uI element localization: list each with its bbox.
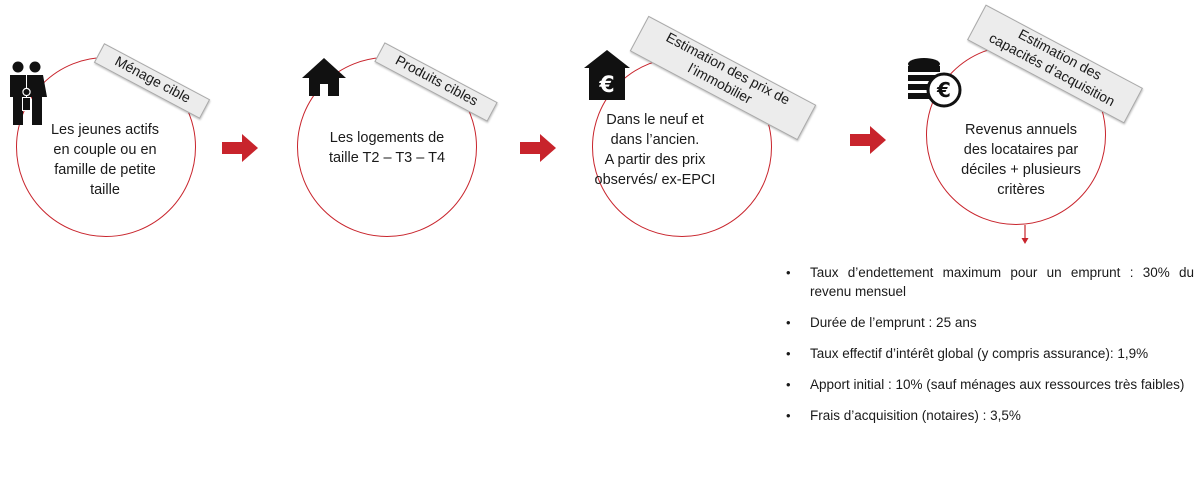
arrow-right-icon bbox=[520, 134, 556, 162]
list-item: •Apport initial : 10% (sauf ménages aux … bbox=[786, 377, 1185, 392]
step-produits-cibles: Produits cibles Les logements de taille … bbox=[290, 0, 580, 260]
arrow-right-icon bbox=[850, 126, 886, 154]
step-description: Dans le neuf et dans l’ancien. A partir … bbox=[594, 112, 716, 188]
step-description: Les logements de taille T2 – T3 – T4 bbox=[328, 130, 446, 166]
house-icon bbox=[302, 58, 346, 96]
list-item: •Frais d’acquisition (notaires) : 3,5% bbox=[786, 408, 1021, 423]
coins-euro-icon: € bbox=[908, 58, 962, 108]
list-item: •Taux d’endettement maximum pour un empr… bbox=[786, 265, 1194, 299]
step-description: Revenus annuels des locataires par décil… bbox=[961, 122, 1081, 198]
svg-text:€: € bbox=[598, 73, 614, 98]
list-item: •Taux effectif d’intérêt global (y compr… bbox=[786, 346, 1149, 361]
step-description: Les jeunes actifs en couple ou en famill… bbox=[50, 122, 159, 198]
step-menage-cible: Ménage cible Les jeunes actifs en couple… bbox=[0, 0, 290, 260]
step-capacites-acquisition: € Estimation des capacités d’acquisition… bbox=[900, 0, 1190, 260]
arrow-down-icon bbox=[1021, 225, 1029, 244]
list-item: •Durée de l’emprunt : 25 ans bbox=[786, 315, 977, 330]
step-estimation-prix: € Estimation des prix de l’immobilier Da… bbox=[580, 0, 870, 260]
family-icon bbox=[10, 61, 47, 125]
svg-text:€: € bbox=[936, 78, 951, 102]
criteria-list: •Taux d’endettement maximum pour un empr… bbox=[784, 263, 1194, 437]
house-euro-icon: € bbox=[584, 50, 630, 100]
arrow-right-icon bbox=[222, 134, 258, 162]
